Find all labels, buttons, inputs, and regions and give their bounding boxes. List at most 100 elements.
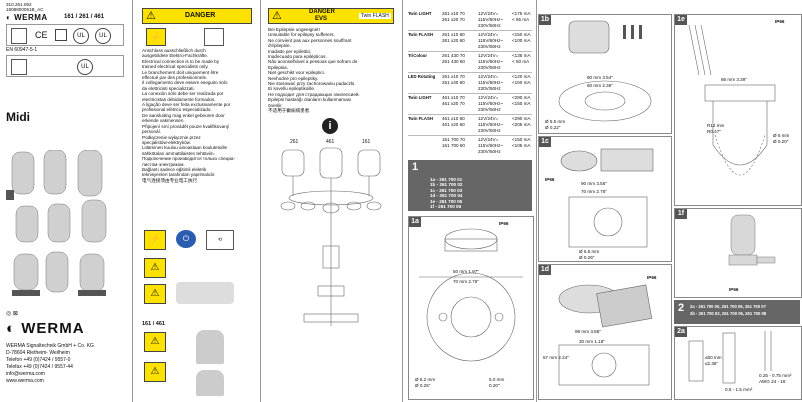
document-number: 1808800051B_AC [6, 7, 44, 12]
warning-icon-3: ⚠ [144, 284, 166, 304]
danger-electrical-column: ⚠ DANGER ⚡ Anschluss ausschließlich durc… [136, 0, 258, 402]
werma-logo-icon: ◐ [6, 13, 12, 22]
section-1-header: 1 [408, 160, 532, 176]
second-cert-box: UL [6, 55, 124, 77]
panel-1b: 1b 90 mm 3.54" 60 mm 2.36" Ø 5.5 mm Ø 0.… [538, 14, 672, 134]
mounting-illustration [176, 282, 234, 304]
section-1-number: 1 [412, 161, 419, 173]
spec-row: Twin LIGHT 461 x10 70 461 x20 70 12V/24V… [408, 94, 532, 115]
section-2-header: 2 2a - 261 700 00, 261 700 05, 261 700 0… [674, 300, 800, 324]
double-insulation-icon [55, 29, 67, 41]
exploded-view-drawing [280, 147, 382, 326]
twin-flash-badge: Twin FLASH [359, 13, 391, 19]
danger2-title: DANGER [309, 9, 336, 15]
danger2-header: ⚠ DANGER EVS Twin FLASH [268, 8, 394, 24]
spec-table: Twin LIGHT 261 x10 70 261 x20 70 12V/24V… [408, 10, 532, 156]
company-phone: Telefon +49 (0)7424 / 9557-0 [6, 357, 71, 363]
company-email[interactable]: info@werma.com [6, 371, 45, 377]
werma-logo-small: ◐ WERMA [6, 13, 48, 22]
ce-mark-icon: CE [35, 30, 48, 40]
panel-1a: 1a 50 mm 1.97" 70 mm 2.76" Ø 6.2 mm Ø 0.… [408, 216, 534, 400]
spec-row: Twin FLASH 261 x10 60 261 x20 60 12V/24V… [408, 31, 532, 52]
column-divider [536, 0, 537, 402]
beacon-5 [47, 203, 71, 243]
safety-pictograms: ⚡ ⏻ ⟲ ⚠ ⚠ [142, 228, 252, 316]
panel-1d: 1d 98 mm 3.86" 30 mm 1.18" 57 mm 2.24" I… [538, 264, 672, 400]
assembly-diagram: 261 461 161 [268, 136, 396, 336]
panel-2a: 2a ≤60 mm ≤2.36" 0.5 - 1.5 mm² 0.25 - 0.… [674, 326, 802, 400]
standard-label: EN 60947-5-1 [6, 47, 38, 53]
disconnect-power-icon: ⏻ [176, 230, 196, 248]
section-2-number: 2 [678, 302, 685, 314]
warning-triangle-icon: ⚠ [146, 10, 156, 22]
info-icon: i [322, 118, 338, 134]
double-insulation-symbol [204, 28, 224, 46]
company-name: WERMA Signaltechnik GmbH + Co. KG [6, 343, 94, 349]
cover-column: 310.261.092 1808800051B_AC ◐ WERMA 161 /… [0, 0, 128, 402]
panel-1c-drawing [560, 148, 654, 248]
label-261: 261 [290, 139, 299, 145]
electrical-hazard-icon: ⚡ [146, 28, 166, 46]
model-numbers: 161 / 261 / 461 [64, 14, 105, 20]
label-461: 461 [326, 139, 335, 145]
beacon-2 [43, 150, 67, 195]
werma-large-icon: ◐ [6, 320, 17, 337]
ip-rating-icon-2 [11, 59, 27, 75]
panel-1f-drawing [728, 214, 776, 266]
spec-row: 161 700 70 161 700 60 12V/24V= 115V/60Hz… [442, 137, 531, 154]
beacon-1 [11, 151, 35, 195]
warning-icon-2: ⚠ [144, 258, 166, 278]
warning-icon-5: ⚠ [144, 362, 166, 382]
disposal-icons: ◎ ⊠ [6, 311, 18, 317]
ul-us-icon: UL [95, 28, 111, 44]
beacon-8 [45, 251, 69, 293]
label-161: 161 [362, 139, 371, 145]
beacon-3 [77, 150, 103, 197]
panel-1b-tag: 1b [539, 15, 551, 25]
column-divider [402, 0, 403, 402]
danger-title: DANGER [185, 12, 216, 19]
beacon-4 [15, 205, 39, 243]
company-fax: Telefax +49 (0)7424 / 9557-44 [6, 364, 73, 370]
panel-2a-drawing [688, 331, 772, 384]
panel-2a-tag: 2a [675, 327, 687, 337]
ul-listed-icon: UL [73, 28, 89, 44]
beacon-6 [81, 199, 107, 243]
danger-header: ⚠ DANGER [142, 8, 252, 24]
bottom-models-label: 161 / 461 [142, 321, 165, 327]
danger-epilepsy-column: ⚠ DANGER EVS Twin FLASH Bei Epilepsie un… [262, 0, 400, 402]
electrical-warning-icon: ⚡ [144, 230, 166, 250]
warning-icon-4: ⚠ [144, 332, 166, 352]
danger1-text: Anschluss ausschließlich durch ausgebild… [142, 48, 235, 183]
company-website[interactable]: www.werma.com [6, 378, 44, 384]
panel-1d-tag: 1d [539, 265, 551, 275]
spec-column: Twin LIGHT 261 x10 70 261 x20 70 12V/24V… [404, 0, 534, 402]
panel-1f: 1f IP66 [674, 208, 802, 298]
mounting-column: 1b 90 mm 3.54" 60 mm 2.36" Ø 5.5 mm Ø 0.… [538, 0, 672, 402]
company-address: D-78604 Rietheim- Weilheim [6, 350, 70, 356]
panel-1c: 1c 90 mm 3.55" 70 mm 2.76" Ø 6.5 mm Ø 0.… [538, 136, 672, 262]
panel-1e: 1e 86 mm 3.39" R12 mm R0.47" Ø 5 mm Ø 0.… [674, 14, 802, 206]
certification-marks: CE UL UL [6, 24, 124, 46]
werma-logo-large: ◐ WERMA [6, 320, 85, 337]
spec-row: Twin FLASH 461 x10 60 461 x20 60 12V/24V… [408, 115, 532, 136]
bracket-column: 1e 86 mm 3.39" R12 mm R0.47" Ø 5 mm Ø 0.… [674, 0, 802, 402]
ul-listed-icon-2: UL [77, 59, 93, 75]
beacon-7 [13, 253, 39, 291]
section-1-list: 1a - 261 700 01 1b - 261 700 02 1c - 261… [408, 176, 532, 212]
spec-row: TriColour 261 430 70 261 430 60 12V/24V=… [408, 52, 532, 73]
panel-1e-tag: 1e [675, 15, 687, 25]
danger2-text: Bei Epilepsie ungeeignet! Unsuitable for… [268, 27, 360, 114]
panel-1f-tag: 1f [675, 209, 687, 219]
ip-rating-icon [11, 28, 27, 44]
danger2-subtitle: EVS [315, 16, 328, 22]
beacon-9 [79, 253, 105, 293]
warning-triangle-icon-2: ⚠ [272, 10, 282, 22]
panel-1a-tag: 1a [409, 217, 421, 227]
product-title: Midi [6, 110, 30, 124]
product-beacons-illustration [6, 150, 107, 296]
beacon-base-illustration [196, 330, 224, 364]
panel-1b-drawing [558, 20, 652, 122]
panel-1a-drawing [419, 228, 523, 362]
column-divider [132, 0, 133, 402]
